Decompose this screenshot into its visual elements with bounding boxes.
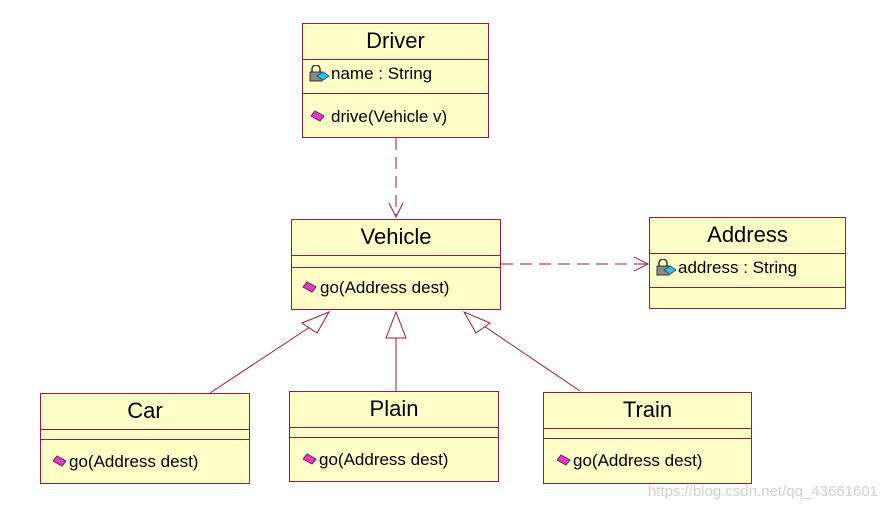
attribute-row[interactable]: address : String	[654, 258, 797, 278]
operation-row[interactable]: go(Address dest)	[52, 452, 199, 472]
operations-section: go(Address dest)	[292, 268, 500, 309]
operations-section: drive(Vehicle v)	[303, 94, 488, 137]
operation-label: go(Address dest)	[69, 452, 199, 471]
class-name: Car	[41, 394, 249, 430]
operation-row[interactable]: go(Address dest)	[302, 278, 449, 298]
attribute-row[interactable]: name : String	[307, 64, 432, 84]
private-attribute-icon	[307, 64, 331, 83]
class-name: Plain	[290, 392, 498, 428]
class-train[interactable]: Train go(Address dest)	[543, 392, 752, 484]
dependency-driver-vehicle[interactable]	[388, 138, 404, 219]
operation-icon	[307, 108, 331, 126]
attributes-section: name : String	[303, 60, 488, 94]
operations-section: go(Address dest)	[41, 440, 249, 483]
class-name: Train	[544, 393, 751, 429]
operation-label: drive(Vehicle v)	[331, 107, 448, 126]
operation-icon	[556, 452, 573, 470]
attribute-label: name : String	[331, 64, 433, 83]
operation-row[interactable]: drive(Vehicle v)	[307, 107, 447, 127]
attributes-section	[292, 256, 500, 268]
attribute-label: address : String	[678, 258, 798, 277]
operation-icon	[302, 279, 320, 297]
operation-row[interactable]: go(Address dest)	[556, 451, 703, 471]
class-driver[interactable]: Driver name : String	[302, 23, 489, 138]
class-vehicle[interactable]: Vehicle go(Address dest)	[291, 219, 501, 310]
operation-icon	[302, 451, 319, 469]
class-car[interactable]: Car go(Address dest)	[40, 393, 250, 484]
attributes-section	[290, 428, 498, 438]
class-name: Driver	[303, 24, 488, 60]
class-name: Vehicle	[292, 220, 500, 256]
attributes-section	[41, 430, 249, 440]
watermark: https://blog.csdn.net/qq_43661601	[647, 483, 878, 500]
class-name: Address	[650, 218, 845, 254]
attributes-section	[544, 429, 751, 439]
private-attribute-icon	[654, 258, 678, 277]
operation-label: go(Address dest)	[320, 278, 450, 297]
class-address[interactable]: Address address : String	[649, 217, 846, 309]
operations-section	[650, 288, 845, 308]
attributes-section: address : String	[650, 254, 845, 288]
dependency-vehicle-address[interactable]	[501, 256, 650, 272]
operation-label: go(Address dest)	[573, 451, 703, 470]
operations-section: go(Address dest)	[290, 438, 498, 481]
generalization-plain-vehicle[interactable]	[385, 310, 407, 393]
generalization-car-vehicle[interactable]	[209, 310, 331, 394]
generalization-train-vehicle[interactable]	[462, 310, 581, 392]
operations-section: go(Address dest)	[544, 439, 751, 483]
class-plain[interactable]: Plain go(Address dest)	[289, 391, 499, 482]
operation-icon	[52, 453, 69, 471]
operation-label: go(Address dest)	[319, 450, 449, 469]
operation-row[interactable]: go(Address dest)	[302, 450, 449, 470]
